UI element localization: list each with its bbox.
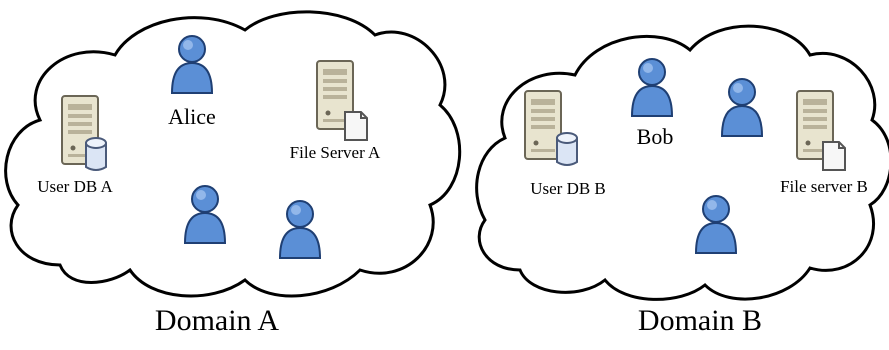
file-server-b-label: File server B	[780, 177, 868, 196]
user-db-a-label: User DB A	[37, 177, 113, 196]
database-icon	[556, 132, 578, 166]
user-label-alice: Alice	[168, 104, 216, 129]
domain-a-title: Domain A	[155, 304, 279, 337]
document-icon	[822, 141, 846, 171]
server-icon	[524, 90, 562, 160]
database-icon	[85, 137, 107, 171]
document-icon	[344, 111, 368, 141]
user-db-b-label: User DB B	[530, 179, 606, 198]
domain-b-title: Domain B	[638, 304, 762, 337]
domain-b-cloud	[475, 24, 889, 301]
file-server-a-label: File Server A	[290, 143, 381, 162]
user-label-bob: Bob	[637, 124, 674, 149]
